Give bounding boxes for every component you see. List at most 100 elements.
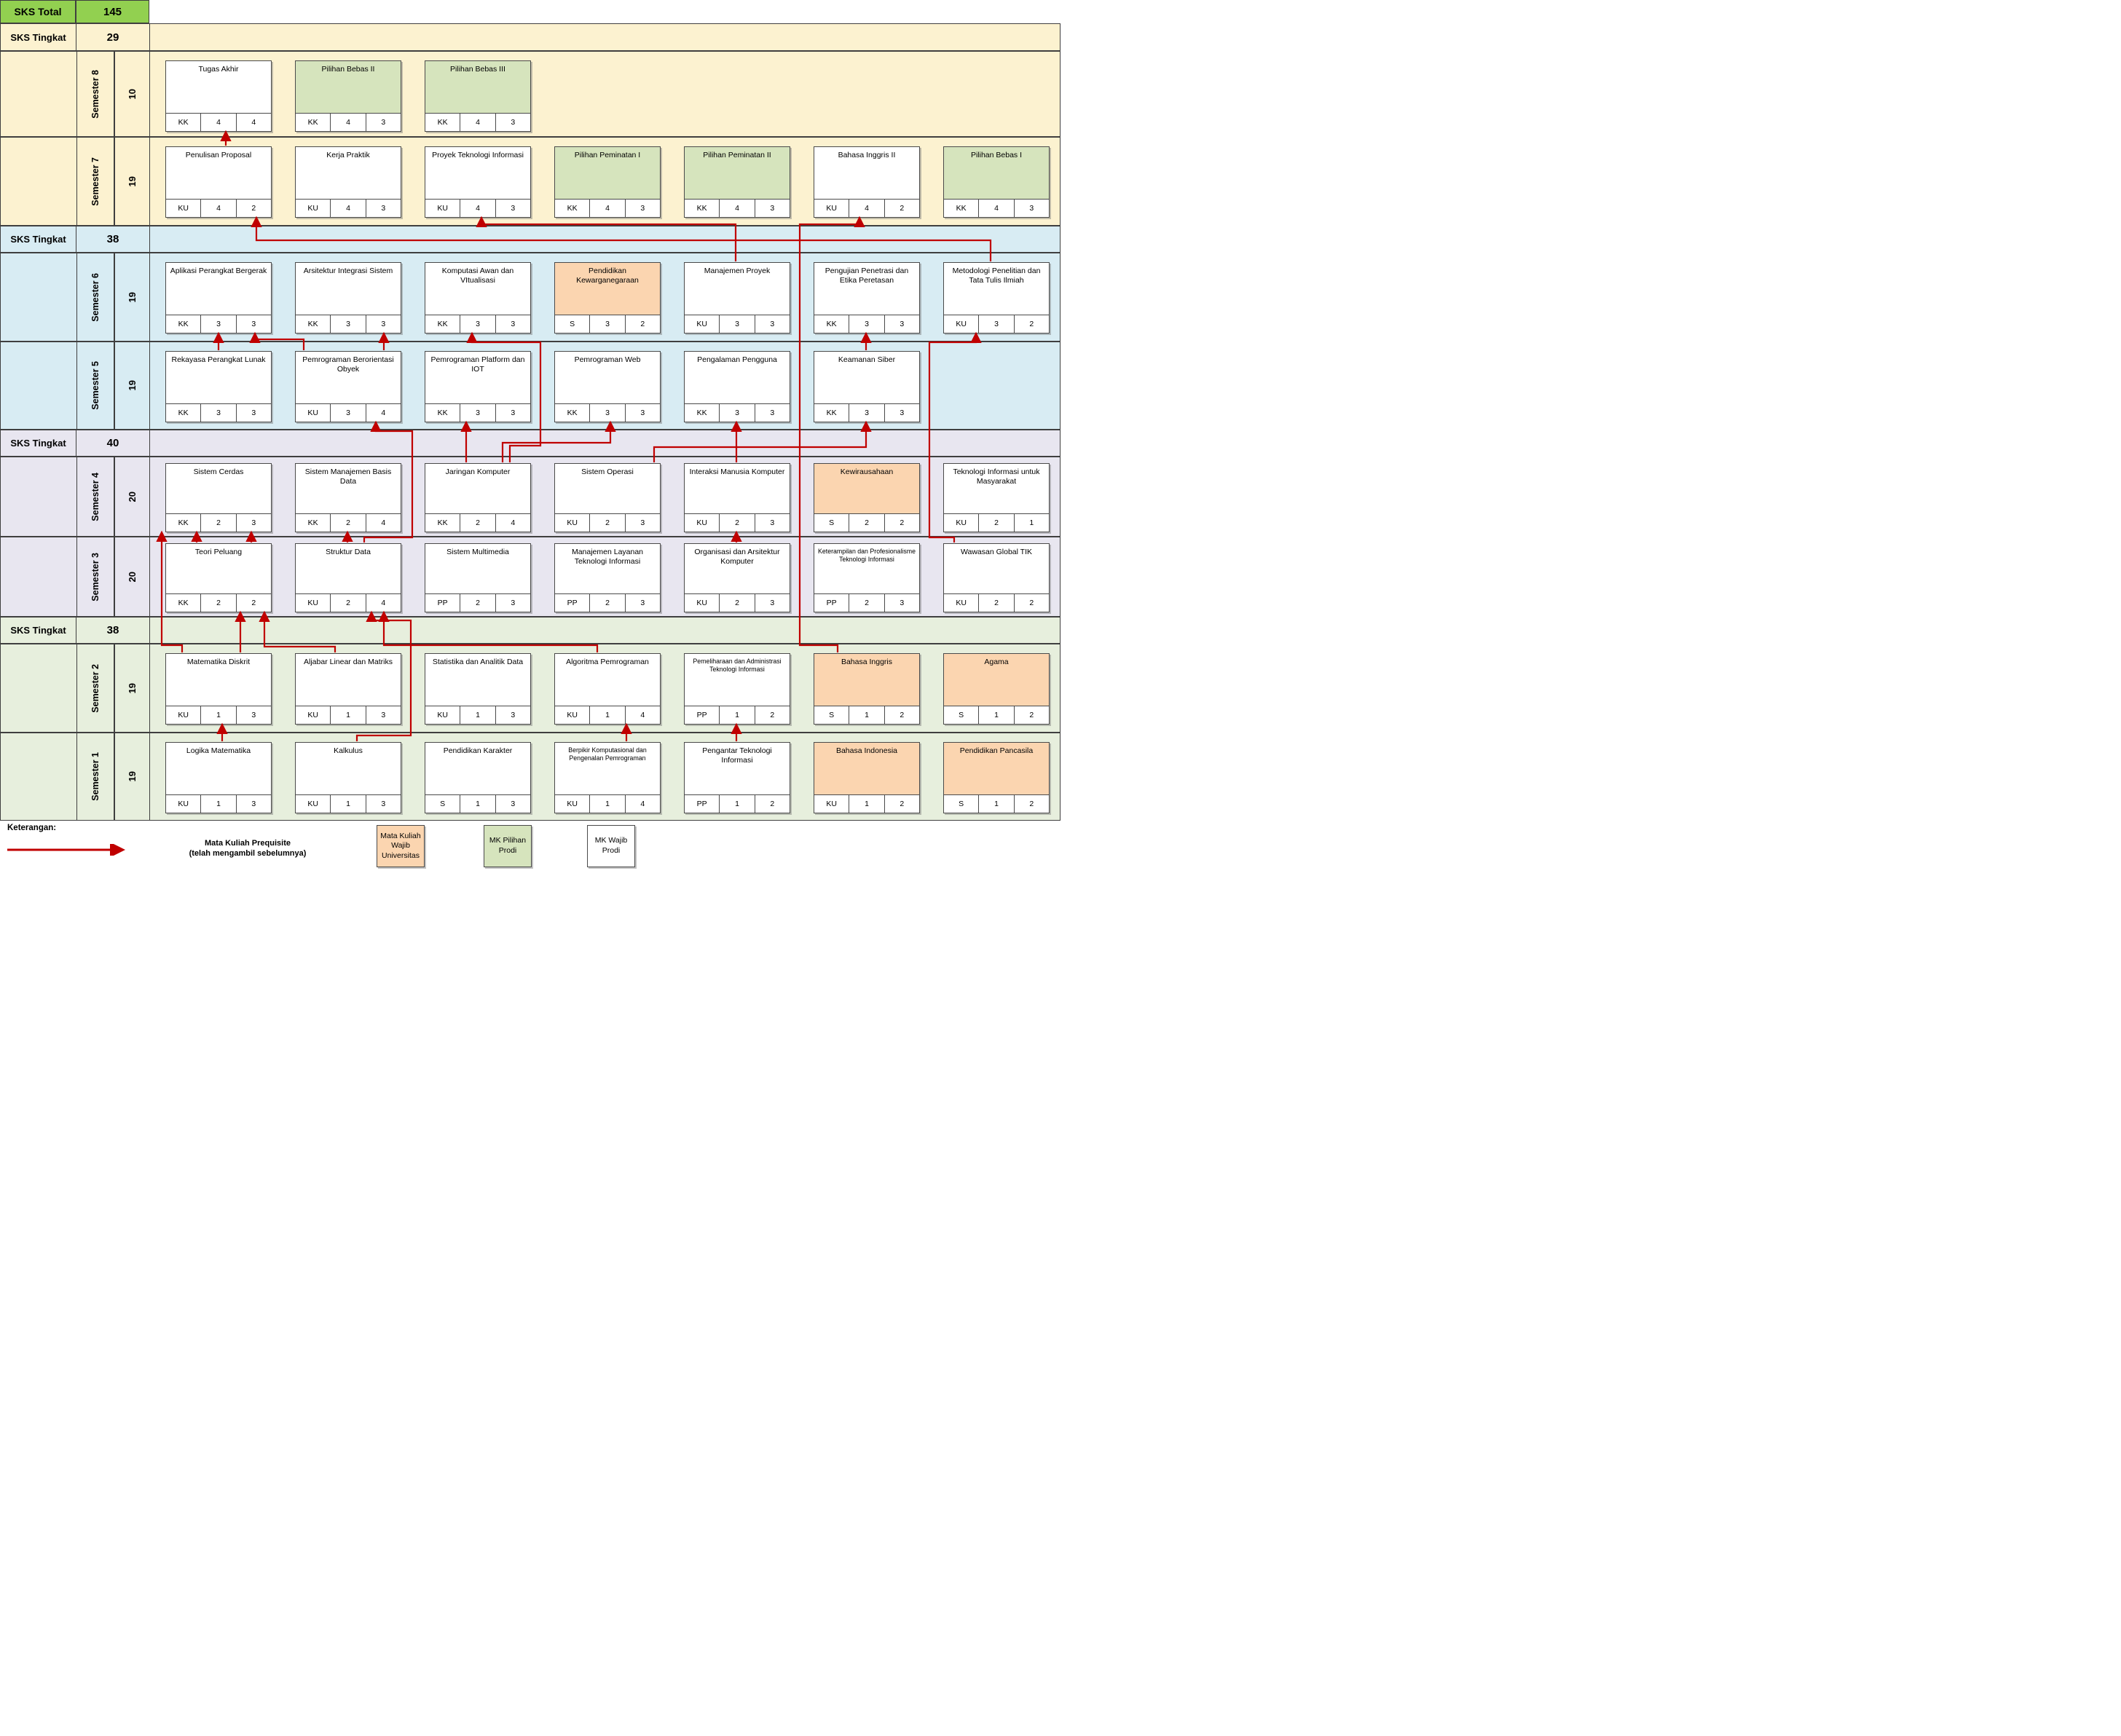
course-level: 3 [201, 404, 237, 422]
course-code: KU [814, 200, 850, 217]
sks-tingkat-value-year3: 38 [76, 226, 150, 252]
semester-label-text: Semester 7 [90, 157, 101, 206]
course-name: Bahasa Inggris [814, 654, 919, 708]
course-level: 1 [331, 706, 366, 724]
semester-label-semester-5: Semester 5 [76, 342, 114, 429]
course-sks: 4 [625, 706, 660, 724]
course-level: 1 [720, 795, 755, 813]
course-name: Statistika dan Analitik Data [425, 654, 530, 708]
course-code: KU [296, 594, 331, 612]
course-name: Keterampilan dan Profesionalisme Teknolo… [814, 544, 919, 596]
semester-label-semester-1: Semester 1 [76, 733, 114, 820]
course-sks: 4 [366, 514, 401, 532]
course-name: Proyek Teknologi Informasi [425, 147, 530, 201]
sks-tingkat-label: SKS Tingkat [1, 430, 76, 456]
course-sks: 3 [625, 404, 660, 422]
course-level: 3 [590, 315, 626, 333]
course-code: PP [425, 594, 461, 612]
semester-sks-semester-7: 19 [114, 138, 150, 225]
course-metodologi-penelitian-dan-tata-tulis-ilmiah: Metodologi Penelitian dan Tata Tulis Ilm… [943, 262, 1050, 334]
course-level: 1 [590, 795, 626, 813]
course-level: 3 [201, 315, 237, 333]
course-code: KU [425, 706, 461, 724]
course-level: 1 [979, 706, 1015, 724]
course-code: KU [166, 200, 202, 217]
course-sks: 2 [755, 795, 790, 813]
semester-label-text: Semester 6 [90, 272, 101, 322]
course-sks: 3 [884, 594, 919, 612]
course-name: Struktur Data [296, 544, 401, 596]
course-level: 2 [201, 514, 237, 532]
course-name: Berpikir Komputasional dan Pengenalan Pe… [555, 743, 660, 797]
course-sks: 3 [755, 315, 790, 333]
course-name: Organisasi dan Arsitektur Komputer [685, 544, 790, 596]
semester-label-text: Semester 2 [90, 663, 101, 713]
course-name: Jaringan Komputer [425, 464, 530, 516]
legend-arrow-label-line2: (telah mengambil sebelumnya) [189, 849, 307, 859]
course-name: Matematika Diskrit [166, 654, 271, 708]
course-code: KK [296, 514, 331, 532]
course-level: 3 [460, 315, 496, 333]
course-level: 4 [979, 200, 1015, 217]
semester-label-semester-3: Semester 3 [76, 537, 114, 616]
course-name: Sistem Manajemen Basis Data [296, 464, 401, 516]
course-name: Pengujian Penetrasi dan Etika Peretasan [814, 263, 919, 317]
course-level: 3 [331, 315, 366, 333]
course-sks: 2 [884, 795, 919, 813]
semester-sks-text: 19 [127, 291, 138, 303]
semester-sks-semester-6: 19 [114, 253, 150, 341]
course-sks: 4 [236, 114, 271, 131]
semester-sks-semester-8: 10 [114, 52, 150, 136]
sks-tingkat-band-year1: SKS Tingkat 38 [0, 617, 1060, 644]
course-sks: 3 [366, 200, 401, 217]
course-code: KK [685, 200, 720, 217]
course-name: Bahasa Indonesia [814, 743, 919, 797]
course-name: Komputasi Awan dan VItualisasi [425, 263, 530, 317]
course-level: 4 [331, 200, 366, 217]
course-name: Manajemen Layanan Teknologi Informasi [555, 544, 660, 596]
semester-label-text: Semester 4 [90, 472, 101, 521]
course-code: PP [685, 706, 720, 724]
semester-label-text: Semester 8 [90, 69, 101, 119]
course-level: 3 [590, 404, 626, 422]
course-level: 1 [460, 795, 496, 813]
semester-label-semester-2: Semester 2 [76, 644, 114, 732]
course-level: 2 [720, 514, 755, 532]
legend: Keterangan: Mata Kuliah Prequisite (tela… [0, 821, 1060, 874]
course-sks: 3 [366, 315, 401, 333]
course-level: 2 [849, 514, 885, 532]
